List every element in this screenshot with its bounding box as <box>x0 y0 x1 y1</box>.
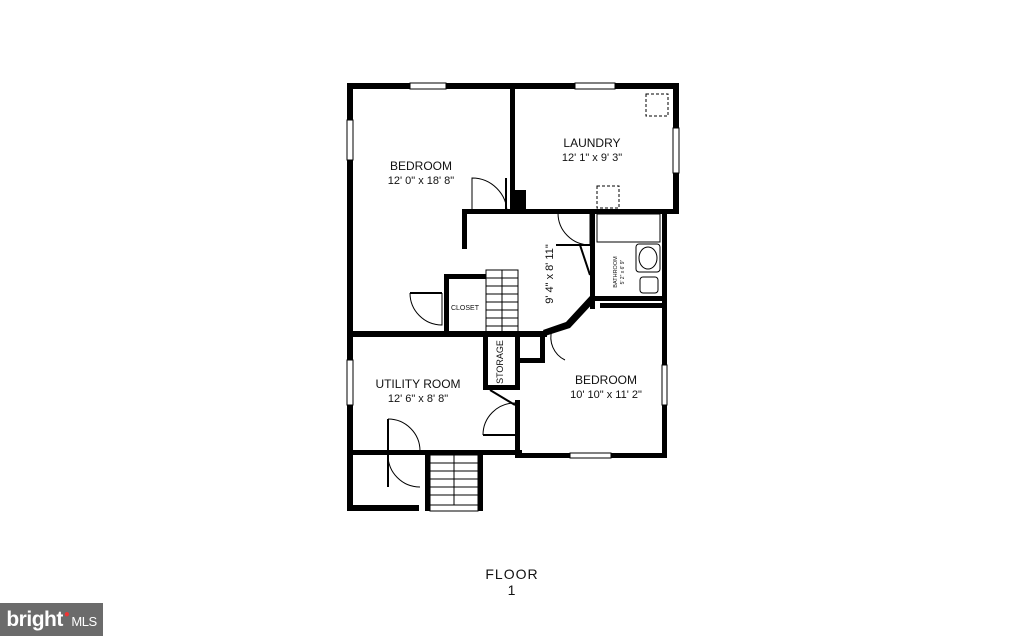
closet-label: CLOSET <box>451 305 480 312</box>
stairs-lower <box>429 454 479 506</box>
walls <box>347 83 679 511</box>
bedroom-main-dims: 12' 0" x 18' 8" <box>388 175 455 187</box>
floor-label: FLOOR 1 <box>485 566 539 598</box>
bathroom-fixtures <box>596 213 661 294</box>
utility-room-dims: 12' 6" x 8' 8" <box>388 393 448 405</box>
doors <box>387 177 591 488</box>
stairs-upper <box>485 269 519 333</box>
hall-dims: 9' 4" x 8' 11" <box>544 244 556 304</box>
brightmls-watermark: bright●MLS <box>0 603 103 636</box>
watermark-brand: bright <box>6 607 63 631</box>
bathroom-name: BATHROOM <box>613 256 619 288</box>
bedroom-second-name: BEDROOM <box>575 373 637 387</box>
watermark-dot-icon: ● <box>63 609 70 620</box>
utility-room-name: UTILITY ROOM <box>375 377 460 391</box>
bedroom-main-name: BEDROOM <box>390 159 452 173</box>
watermark-suffix: MLS <box>71 613 97 629</box>
laundry-name: LAUNDRY <box>563 136 620 150</box>
bedroom-second-dims: 10' 10" x 11' 2" <box>570 389 642 401</box>
laundry-fixtures <box>596 93 669 209</box>
windows <box>346 82 680 512</box>
laundry-dims: 12' 1" x 9' 3" <box>562 152 622 164</box>
bathroom-dims: 5' 2" x 6' 9" <box>620 259 626 284</box>
storage-label: STORAGE <box>495 340 505 384</box>
